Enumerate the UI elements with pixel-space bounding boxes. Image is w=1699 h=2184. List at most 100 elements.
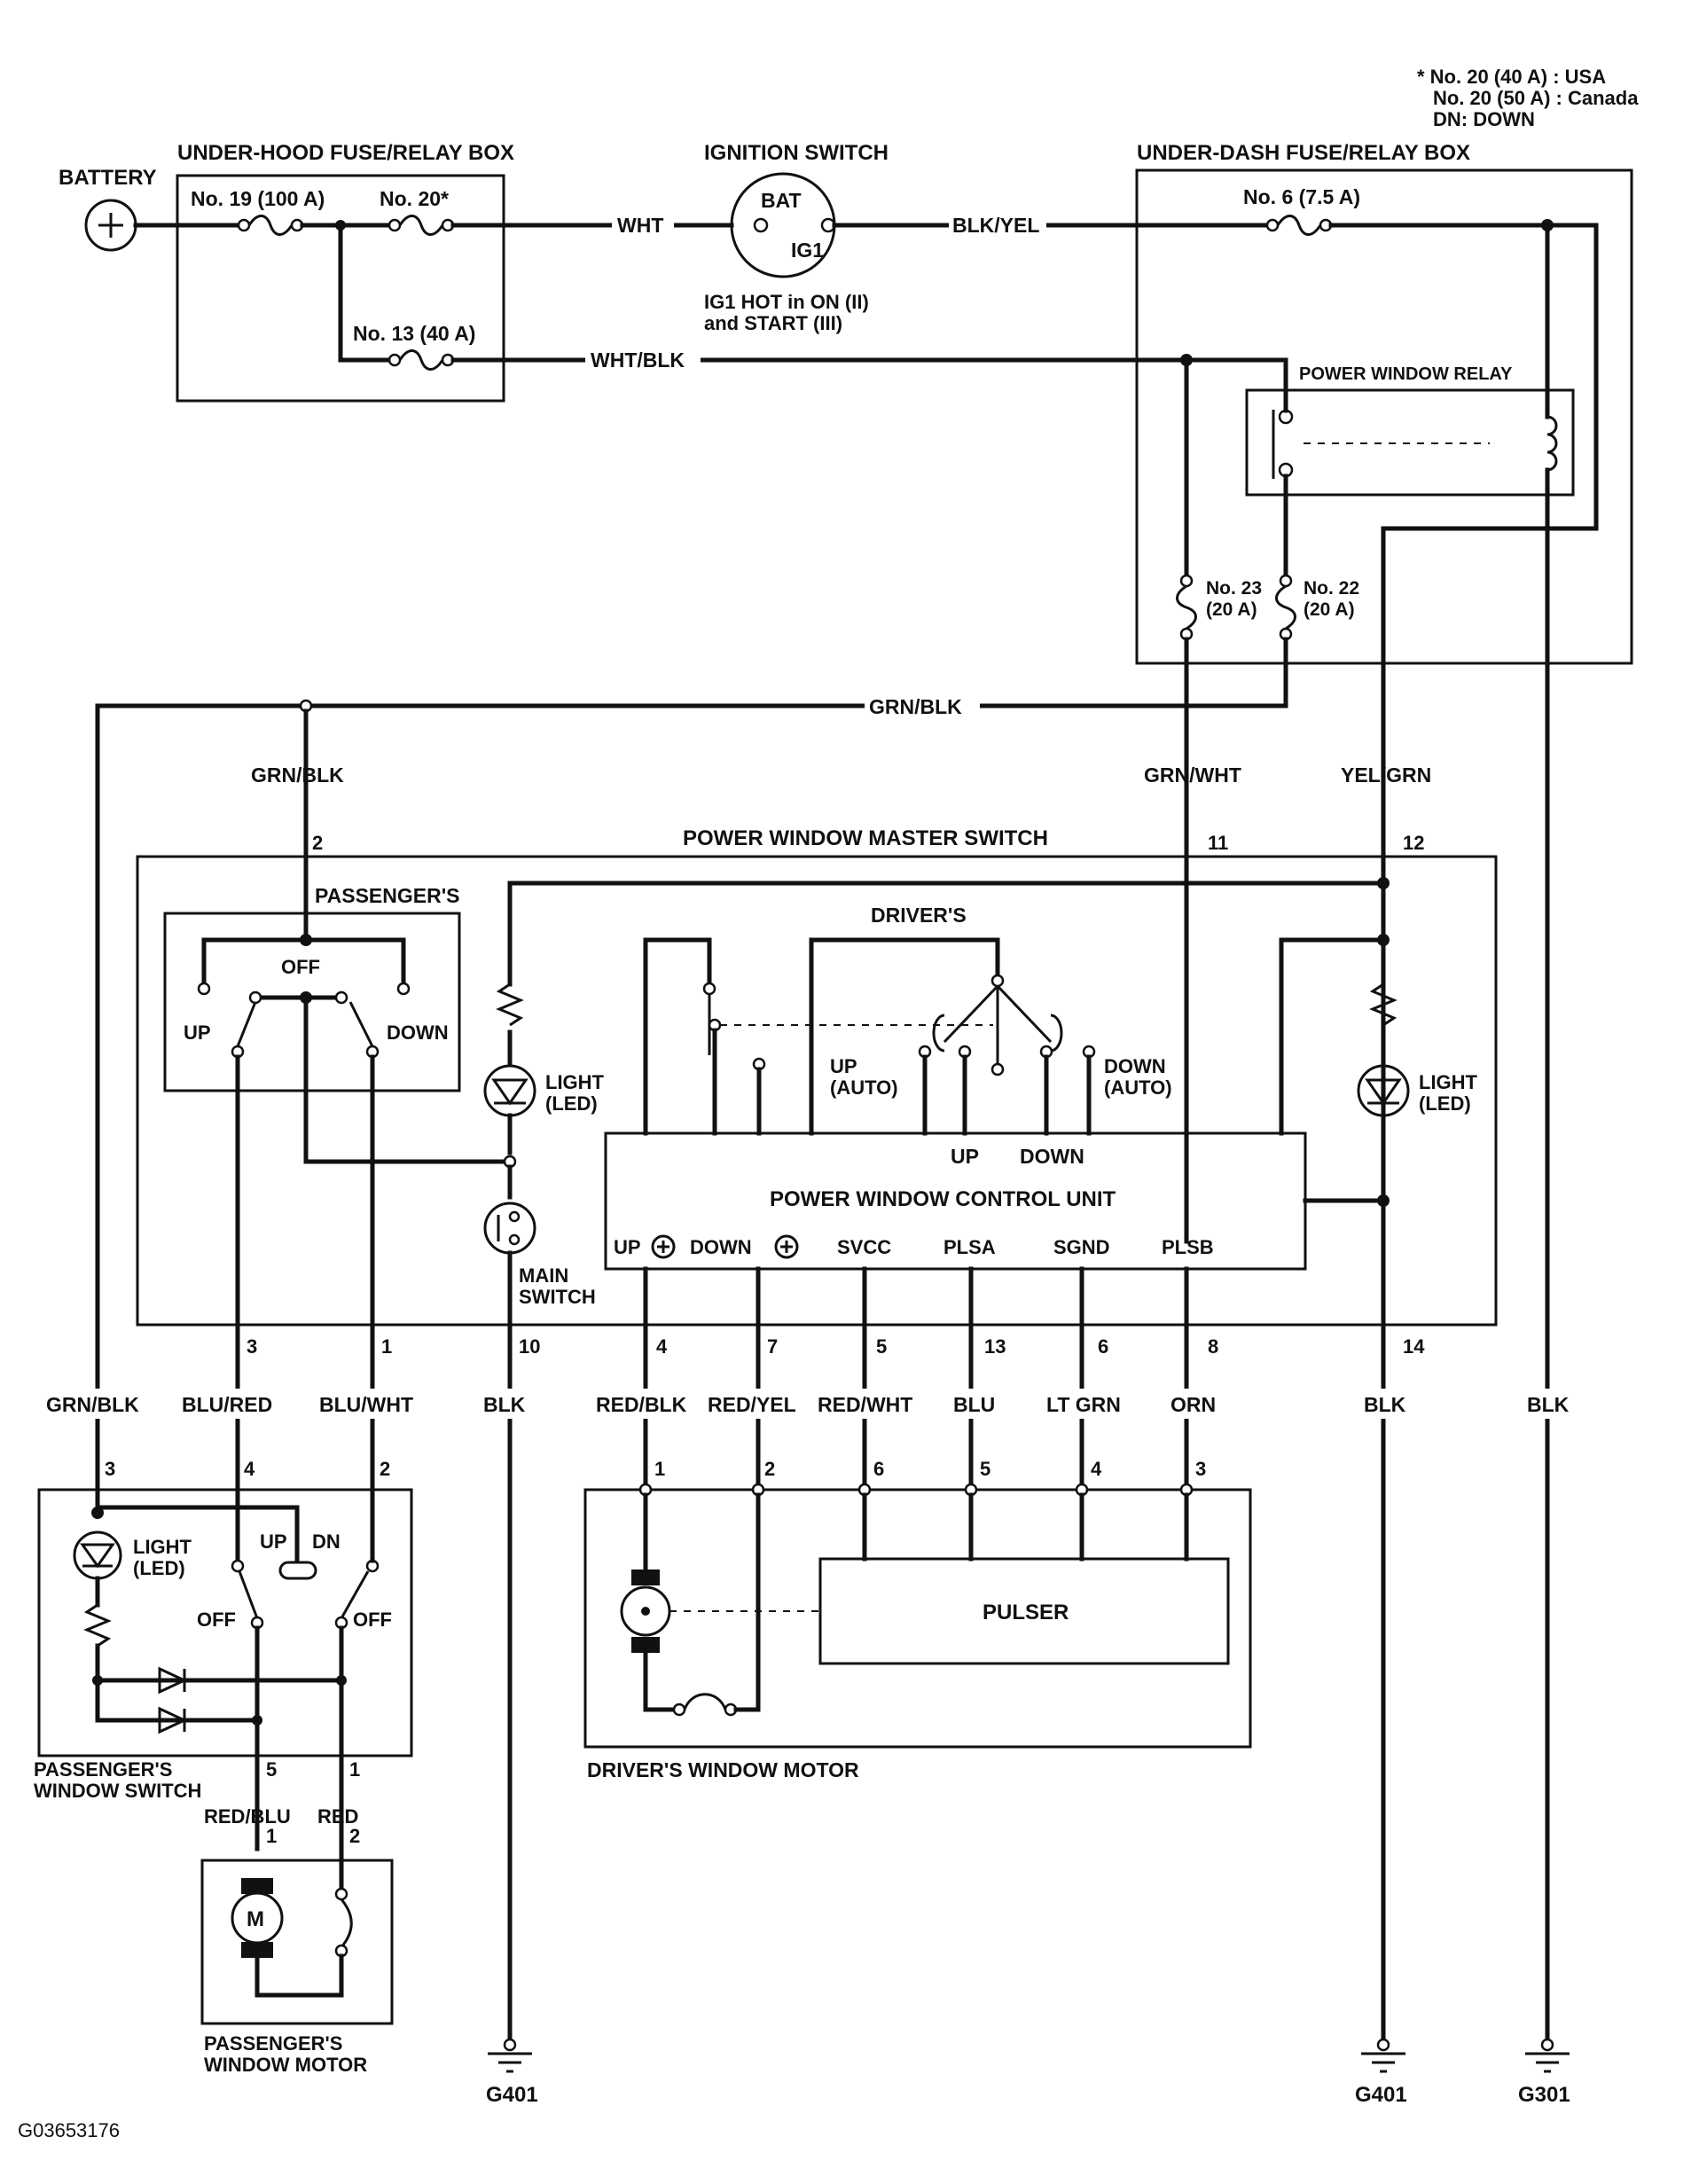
pass-switch-led-label: (LED) bbox=[133, 1557, 185, 1579]
fuse-20-label: No. 20* bbox=[380, 187, 449, 210]
driver-down-auto-label-1: DOWN bbox=[1104, 1055, 1166, 1077]
wire-blu-label: BLU bbox=[953, 1393, 995, 1416]
relay-coil-symbol bbox=[1546, 415, 1558, 472]
power-window-relay-outline bbox=[1245, 388, 1575, 497]
figure-id: G03653176 bbox=[18, 2119, 120, 2141]
fuse-6-symbol bbox=[1276, 215, 1322, 236]
master-pin-14: 14 bbox=[1403, 1335, 1425, 1358]
master-pin-1: 1 bbox=[381, 1335, 392, 1358]
master-pin-7: 7 bbox=[767, 1335, 778, 1358]
wire-red-wht-label: RED/WHT bbox=[818, 1393, 912, 1416]
pass-switch-off-right: OFF bbox=[353, 1609, 392, 1631]
under-dash-fuse-box: UNDER-DASH FUSE/RELAY BOX No. 6 (7.5 A) … bbox=[1135, 141, 1633, 2042]
battery: BATTERY bbox=[59, 166, 180, 252]
wire-yel-grn-label: YEL/GRN bbox=[1341, 763, 1431, 787]
ground-g401-left-label: G401 bbox=[486, 2083, 538, 2107]
driver-motor-pin-2: 2 bbox=[764, 1458, 775, 1480]
master-pin-13: 13 bbox=[984, 1335, 1006, 1358]
driver-motor-pin-5: 5 bbox=[980, 1458, 990, 1480]
main-switch-label-2: SWITCH bbox=[519, 1286, 596, 1308]
pass-switch-dn-label: DN bbox=[312, 1530, 341, 1553]
pass-switch-pin-5: 5 bbox=[266, 1758, 277, 1781]
fuse-22-rating: (20 A) bbox=[1304, 599, 1355, 620]
pass-switch-light-label: LIGHT bbox=[133, 1536, 192, 1558]
master-passenger-off-label: OFF bbox=[281, 956, 320, 978]
fuse-22-symbol bbox=[1275, 584, 1296, 630]
ignition-note-line2: and START (III) bbox=[704, 312, 842, 334]
master-pin-10: 10 bbox=[519, 1335, 540, 1358]
cu-plsb-label: PLSB bbox=[1162, 1236, 1214, 1258]
pass-switch-led-icon bbox=[73, 1530, 122, 1580]
pass-switch-pin-2: 2 bbox=[380, 1458, 390, 1480]
drivers-window-motor: 1 2 6 5 4 3 PULSER DRIVER'S WINDOW MOTOR bbox=[583, 1458, 1252, 1781]
wire-grn-blk-drop-label: GRN/BLK bbox=[251, 763, 344, 787]
battery-label: BATTERY bbox=[59, 166, 157, 190]
under-hood-box-outline bbox=[176, 174, 505, 403]
wire-red-yel-label: RED/YEL bbox=[708, 1393, 796, 1416]
master-pin-5: 5 bbox=[876, 1335, 887, 1358]
wire-grn-blk-top-label: GRN/BLK bbox=[869, 695, 962, 718]
pass-switch-up-label: UP bbox=[260, 1530, 287, 1553]
wire-blu-wht-label: BLU/WHT bbox=[319, 1393, 413, 1416]
driver-down-label: DOWN bbox=[1020, 1145, 1084, 1168]
pass-motor-pin-1: 1 bbox=[266, 1825, 277, 1847]
fuse-20-symbol bbox=[398, 215, 444, 236]
pulser bbox=[818, 1557, 1230, 1665]
under-hood-box-title: UNDER-HOOD FUSE/RELAY BOX bbox=[177, 141, 514, 165]
cu-svcc-label: SVCC bbox=[837, 1236, 891, 1258]
wire-blu-red-label: BLU/RED bbox=[182, 1393, 272, 1416]
wire-lt-grn-label: LT GRN bbox=[1046, 1393, 1121, 1416]
power-window-master-switch: POWER WINDOW MASTER SWITCH 2 11 12 PASSE… bbox=[136, 826, 1498, 2042]
master-pin-2: 2 bbox=[312, 832, 323, 854]
pass-switch-resistor bbox=[83, 1603, 112, 1648]
footnote-line2: No. 20 (50 A) : Canada bbox=[1433, 87, 1639, 109]
footnote-line1: * No. 20 (40 A) : USA bbox=[1417, 66, 1606, 88]
main-switch-label-1: MAIN bbox=[519, 1264, 568, 1287]
cu-up-label: UP bbox=[614, 1236, 641, 1258]
master-pin-3: 3 bbox=[247, 1335, 257, 1358]
master-right-light-label: LIGHT bbox=[1419, 1071, 1478, 1093]
master-passenger-down-contact bbox=[348, 1001, 374, 1047]
master-right-led-label: (LED) bbox=[1419, 1092, 1471, 1115]
driver-down-auto-label-2: (AUTO) bbox=[1104, 1076, 1172, 1099]
master-right-resistor bbox=[1369, 982, 1398, 1027]
main-switch-icon bbox=[483, 1202, 536, 1255]
pass-switch-contact-left bbox=[238, 1570, 259, 1619]
driver-motor-title: DRIVER'S WINDOW MOTOR bbox=[587, 1758, 859, 1781]
master-right-led-icon bbox=[1357, 1064, 1410, 1117]
pass-motor-title-1: PASSENGER'S bbox=[204, 2032, 342, 2055]
fuse-23-label: No. 23 bbox=[1206, 578, 1262, 599]
footnote-line3: DN: DOWN bbox=[1433, 108, 1535, 130]
driver-switch-section-label: DRIVER'S bbox=[871, 904, 967, 927]
master-pin-8: 8 bbox=[1208, 1335, 1218, 1358]
master-left-light-label: LIGHT bbox=[545, 1071, 605, 1093]
footnote: * No. 20 (40 A) : USA No. 20 (50 A) : Ca… bbox=[1417, 66, 1639, 130]
wire-blk-2-label: BLK bbox=[1364, 1393, 1406, 1416]
fuse-22-label: No. 22 bbox=[1304, 578, 1359, 599]
pass-switch-off-left: OFF bbox=[197, 1609, 236, 1631]
wire-grn-wht-label: GRN/WHT bbox=[1144, 763, 1241, 787]
master-pin-4: 4 bbox=[656, 1335, 668, 1358]
passenger-switch-section-outline bbox=[163, 912, 461, 1092]
ignition-bat-label: BAT bbox=[761, 189, 802, 212]
wire-wht-blk-label: WHT/BLK bbox=[591, 348, 685, 372]
power-window-relay-label: POWER WINDOW RELAY bbox=[1299, 364, 1513, 384]
master-left-led-label: (LED) bbox=[545, 1092, 598, 1115]
passengers-window-motor: 1 2 M PASSENGER'S WINDOW MOTOR bbox=[200, 1825, 394, 2076]
wire-red-label: RED bbox=[317, 1805, 358, 1828]
master-pin-11: 11 bbox=[1208, 832, 1228, 854]
pulser-label: PULSER bbox=[983, 1601, 1069, 1624]
driver-up-label: UP bbox=[951, 1145, 979, 1168]
ignition-switch: IGNITION SWITCH BAT IG1 IG1 HOT in ON (I… bbox=[704, 141, 889, 334]
master-passenger-up-contact bbox=[236, 1001, 257, 1047]
wire-red-blu-label: RED/BLU bbox=[204, 1805, 291, 1828]
ground-g401-right: G401 bbox=[1355, 2038, 1407, 2107]
driver-motor-pin-3: 3 bbox=[1195, 1458, 1206, 1480]
driver-motor-pin-1: 1 bbox=[654, 1458, 665, 1480]
wire-blk-1-label: BLK bbox=[483, 1393, 526, 1416]
fuse-23-rating: (20 A) bbox=[1206, 599, 1257, 620]
power-window-control-unit bbox=[604, 1131, 1307, 1271]
ignition-switch-title: IGNITION SWITCH bbox=[704, 141, 889, 165]
cu-down-label: DOWN bbox=[690, 1236, 752, 1258]
ground-g401-left: G401 bbox=[486, 2038, 538, 2107]
